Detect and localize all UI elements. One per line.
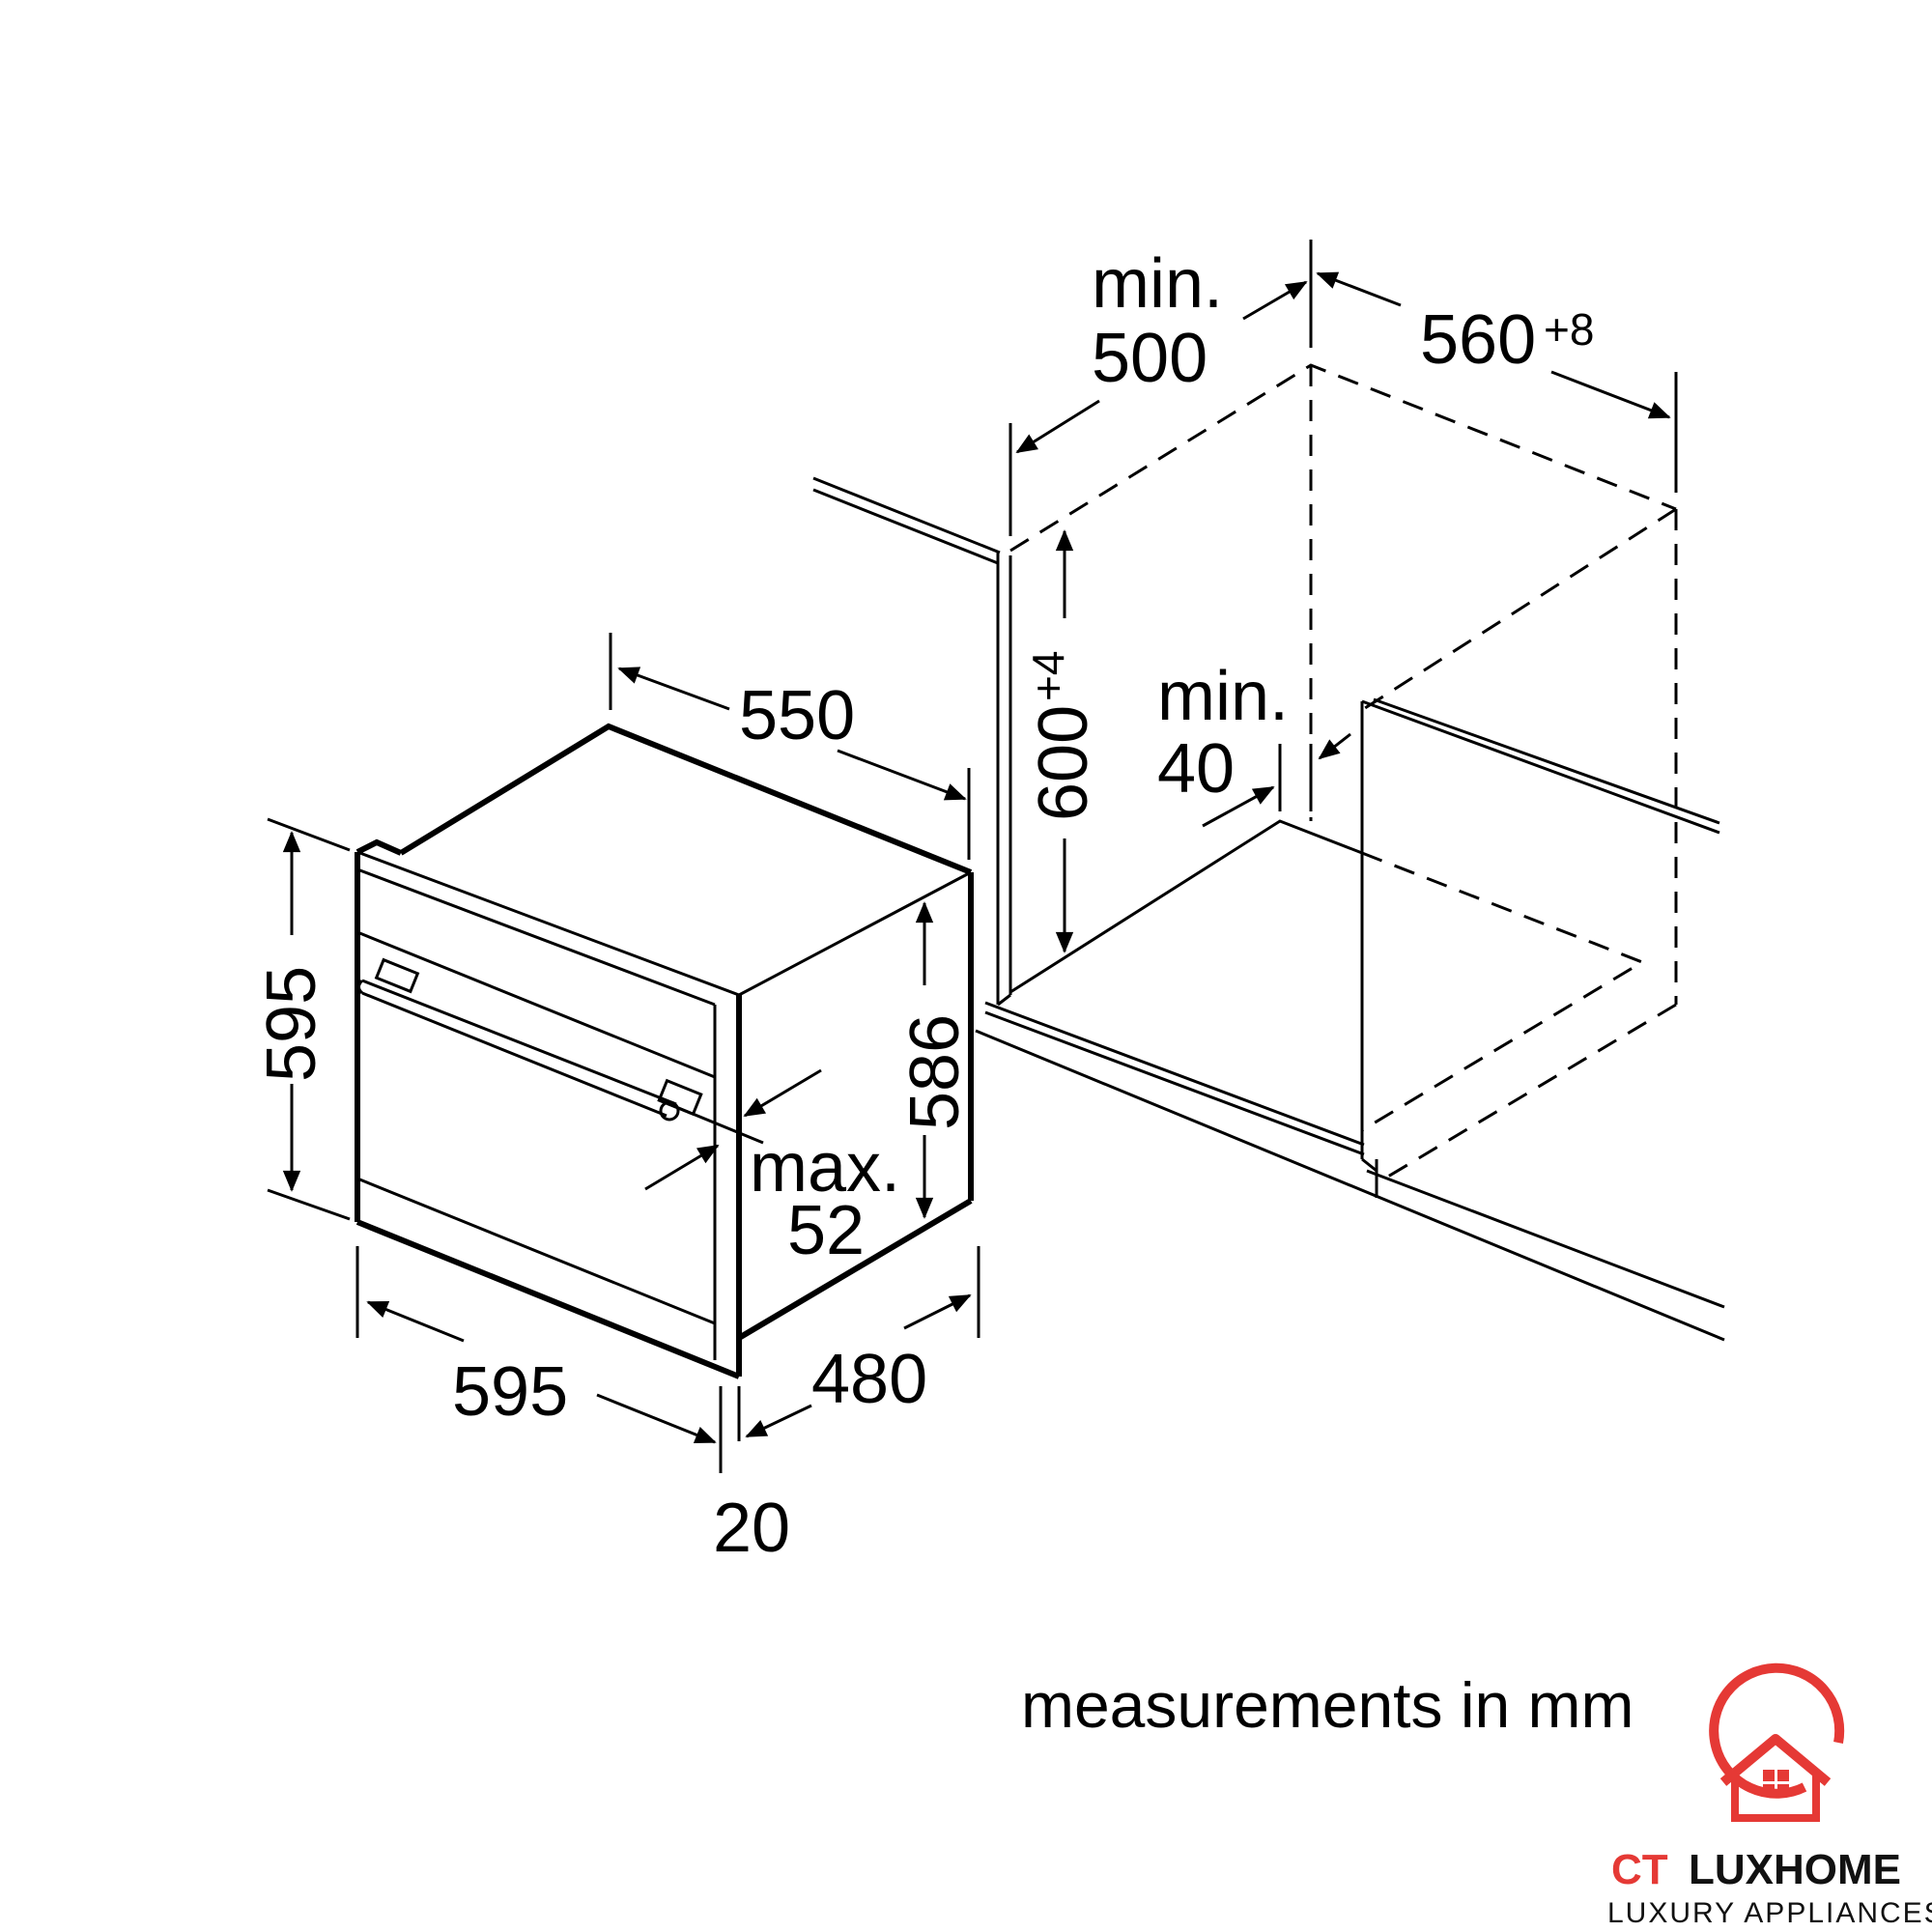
min-40-prefix: min. xyxy=(1157,658,1289,735)
width-560-tolerance: +8 xyxy=(1544,304,1594,355)
front-20: 20 xyxy=(713,1490,790,1567)
height-600-value: 600 xyxy=(1025,705,1102,821)
logo-ct-text: CT xyxy=(1611,1846,1668,1893)
oven-height-595: 595 xyxy=(253,966,330,1082)
max-52-prefix: max. xyxy=(750,1129,900,1207)
cabinet-drawing xyxy=(812,363,1725,1342)
logo-luxhome-text: LUXHOME xyxy=(1689,1846,1901,1893)
min-500-value: 500 xyxy=(1092,320,1208,397)
logo-tagline: LUXURY APPLIANCES xyxy=(1607,1897,1932,1929)
oven-drawing xyxy=(355,723,974,1379)
body-depth-480: 480 xyxy=(811,1341,927,1418)
units-note: measurements in mm xyxy=(1021,1669,1634,1741)
oven-width-595: 595 xyxy=(452,1353,568,1431)
min-500-prefix: min. xyxy=(1092,245,1223,323)
house-logo-icon xyxy=(1709,1662,1845,1822)
dimension-labels: min. 500 560 +8 600 +4 min. 40 550 595 5… xyxy=(253,245,1594,1567)
max-52-value: 52 xyxy=(787,1192,865,1269)
ctluxhome-logo: CT LUXHOME LUXURY APPLIANCES xyxy=(1607,1662,1932,1929)
dimension-lines xyxy=(267,240,1678,1473)
min-40-value: 40 xyxy=(1157,730,1235,808)
height-600-tolerance: +4 xyxy=(1023,651,1073,701)
width-560-value: 560 xyxy=(1420,301,1536,379)
oven-depth-550: 550 xyxy=(739,677,855,754)
body-height-586: 586 xyxy=(896,1014,974,1130)
